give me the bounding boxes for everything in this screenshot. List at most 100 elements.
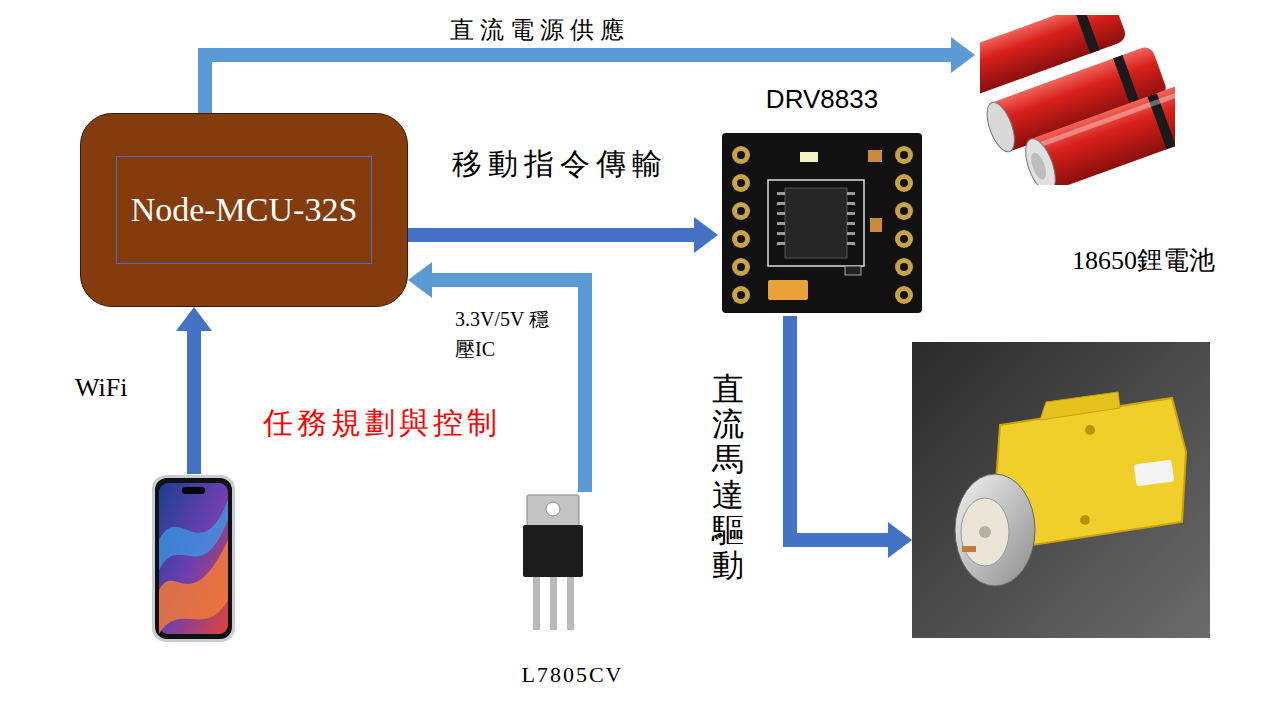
arrow-head bbox=[694, 217, 718, 253]
connector bbox=[790, 316, 912, 558]
connector-line bbox=[408, 228, 695, 242]
pin-hole bbox=[900, 179, 908, 187]
capacitor bbox=[870, 218, 882, 232]
battery-cell bbox=[1020, 81, 1175, 185]
pin-pad bbox=[732, 202, 750, 220]
pin-pad bbox=[732, 230, 750, 248]
connector bbox=[408, 262, 585, 492]
pin-pad bbox=[895, 258, 913, 276]
pin-hole bbox=[900, 263, 908, 271]
chip-leg bbox=[777, 202, 785, 205]
pin-hole bbox=[900, 291, 908, 299]
battery-picture bbox=[980, 15, 1175, 185]
capacitor bbox=[868, 150, 882, 162]
connector-line bbox=[431, 280, 585, 492]
battery-pack: 18650鋰電池 bbox=[975, 12, 1215, 282]
pin-pad bbox=[895, 202, 913, 220]
pin-hole bbox=[900, 207, 908, 215]
edge-label: WiFi bbox=[75, 372, 127, 403]
chip-leg bbox=[847, 202, 855, 205]
led bbox=[800, 152, 818, 162]
chip-leg bbox=[777, 242, 785, 245]
phone-frame bbox=[152, 475, 235, 642]
gearbox-hole bbox=[1085, 425, 1095, 435]
battery-terminal bbox=[1028, 151, 1049, 181]
arrow-head bbox=[176, 307, 212, 331]
motor-bearing bbox=[979, 526, 991, 538]
pin-hole bbox=[737, 151, 745, 159]
chip-leg bbox=[847, 242, 855, 245]
pin-pad bbox=[895, 230, 913, 248]
battery-highlight bbox=[1037, 92, 1175, 148]
resistor bbox=[845, 266, 861, 275]
chip-legs bbox=[777, 192, 855, 245]
connector bbox=[408, 217, 718, 253]
chip-leg bbox=[847, 212, 855, 215]
edge-label: 移動指令傳輸 bbox=[452, 146, 668, 182]
motor-terminal bbox=[962, 546, 976, 552]
arrow-head bbox=[888, 522, 912, 558]
controller-box: Node-MCU-32S bbox=[80, 113, 408, 307]
regulator-ic: L7805CV bbox=[505, 492, 640, 692]
connector-line bbox=[790, 316, 889, 540]
battery-cap bbox=[980, 48, 982, 100]
battery-band bbox=[1074, 15, 1100, 53]
pin-hole bbox=[737, 291, 745, 299]
regulator-leg bbox=[567, 577, 574, 630]
output-shaft bbox=[1134, 459, 1175, 486]
phone-screen bbox=[159, 483, 228, 634]
silkscreen-outline bbox=[768, 180, 864, 266]
pin-pad bbox=[895, 174, 913, 192]
pin-pad bbox=[895, 146, 913, 164]
smartphone bbox=[150, 474, 238, 644]
pcb bbox=[722, 133, 922, 313]
chip-leg bbox=[847, 192, 855, 195]
pin-pad bbox=[732, 174, 750, 192]
driver-board-picture bbox=[722, 133, 922, 313]
gearbox-tab bbox=[1040, 392, 1120, 420]
pin-hole bbox=[737, 207, 745, 215]
phone-notch bbox=[182, 487, 205, 494]
battery-band bbox=[1113, 55, 1140, 107]
tab-hole bbox=[546, 502, 560, 516]
edge-label: 直流電源供應 bbox=[450, 16, 630, 45]
node-label: Node-MCU-32S bbox=[131, 191, 358, 229]
chip-leg bbox=[777, 212, 785, 215]
regulator-picture bbox=[523, 495, 583, 630]
battery-cap bbox=[982, 99, 1020, 155]
regulator-leg bbox=[533, 577, 540, 630]
edge-label: 3.3V/5V 穩壓IC bbox=[455, 304, 555, 364]
photo-background bbox=[912, 342, 1210, 638]
phone-bezel bbox=[155, 478, 232, 639]
node-label: L7805CV bbox=[522, 662, 624, 688]
chip-leg bbox=[847, 232, 855, 235]
chip-outline: Node-MCU-32S bbox=[116, 156, 373, 264]
pin-pad bbox=[732, 258, 750, 276]
motor-picture bbox=[912, 342, 1210, 638]
pin-hole bbox=[737, 235, 745, 243]
gearbox-hole bbox=[1080, 515, 1090, 525]
pin-hole bbox=[737, 263, 745, 271]
pin-pad bbox=[732, 146, 750, 164]
annotation: 任務規劃與控制 bbox=[263, 403, 501, 444]
arrow-head bbox=[408, 262, 432, 298]
connector bbox=[176, 307, 212, 474]
motor-endcap bbox=[961, 498, 1009, 566]
chip-leg bbox=[777, 192, 785, 195]
driver-chip bbox=[785, 188, 847, 258]
chip-leg bbox=[777, 232, 785, 235]
connector-line bbox=[187, 330, 201, 474]
node-label: 18650鋰電池 bbox=[1072, 243, 1215, 278]
regulator-leg bbox=[550, 577, 557, 630]
pin-hole bbox=[900, 151, 908, 159]
pin-hole bbox=[737, 179, 745, 187]
chip-leg bbox=[777, 222, 785, 225]
dc-motor bbox=[912, 342, 1210, 638]
phone-picture bbox=[152, 475, 235, 642]
screen-wave bbox=[159, 500, 228, 570]
motor-can bbox=[955, 474, 1035, 586]
pin-holes-inner bbox=[737, 151, 908, 299]
pin-hole bbox=[900, 235, 908, 243]
